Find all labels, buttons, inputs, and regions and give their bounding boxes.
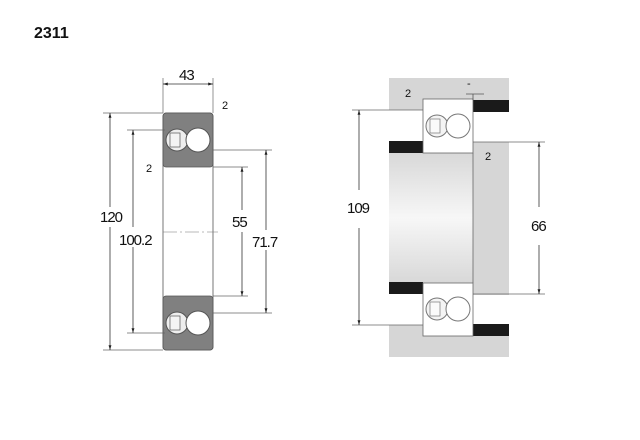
bearing-cross-section: [162, 112, 218, 351]
mounting-view: [389, 78, 509, 357]
outer-diameter-label: 120: [100, 209, 123, 226]
bore-diameter-label: 55: [232, 214, 247, 231]
rolling-element-bottom: [165, 310, 211, 336]
width-dim-label: 43: [179, 67, 194, 84]
inner-ring-diameter-label: 71.7: [252, 234, 278, 251]
bearing-designation: 2311: [34, 25, 69, 42]
shaft-chamfer-label: 2: [485, 151, 491, 163]
rolling-element-top: [165, 127, 211, 153]
shaft: [389, 153, 473, 283]
housing-chamfer-label: 2: [405, 88, 411, 100]
housing-abutment-label: 109: [347, 200, 370, 217]
chamfer-side-label: 2: [146, 163, 152, 175]
dash-label: -: [467, 78, 471, 90]
shaft-abutment-label: 66: [531, 218, 546, 235]
chamfer-top-label: 2: [222, 100, 228, 112]
outer-ring-diameter-label: 100.2: [119, 232, 152, 249]
